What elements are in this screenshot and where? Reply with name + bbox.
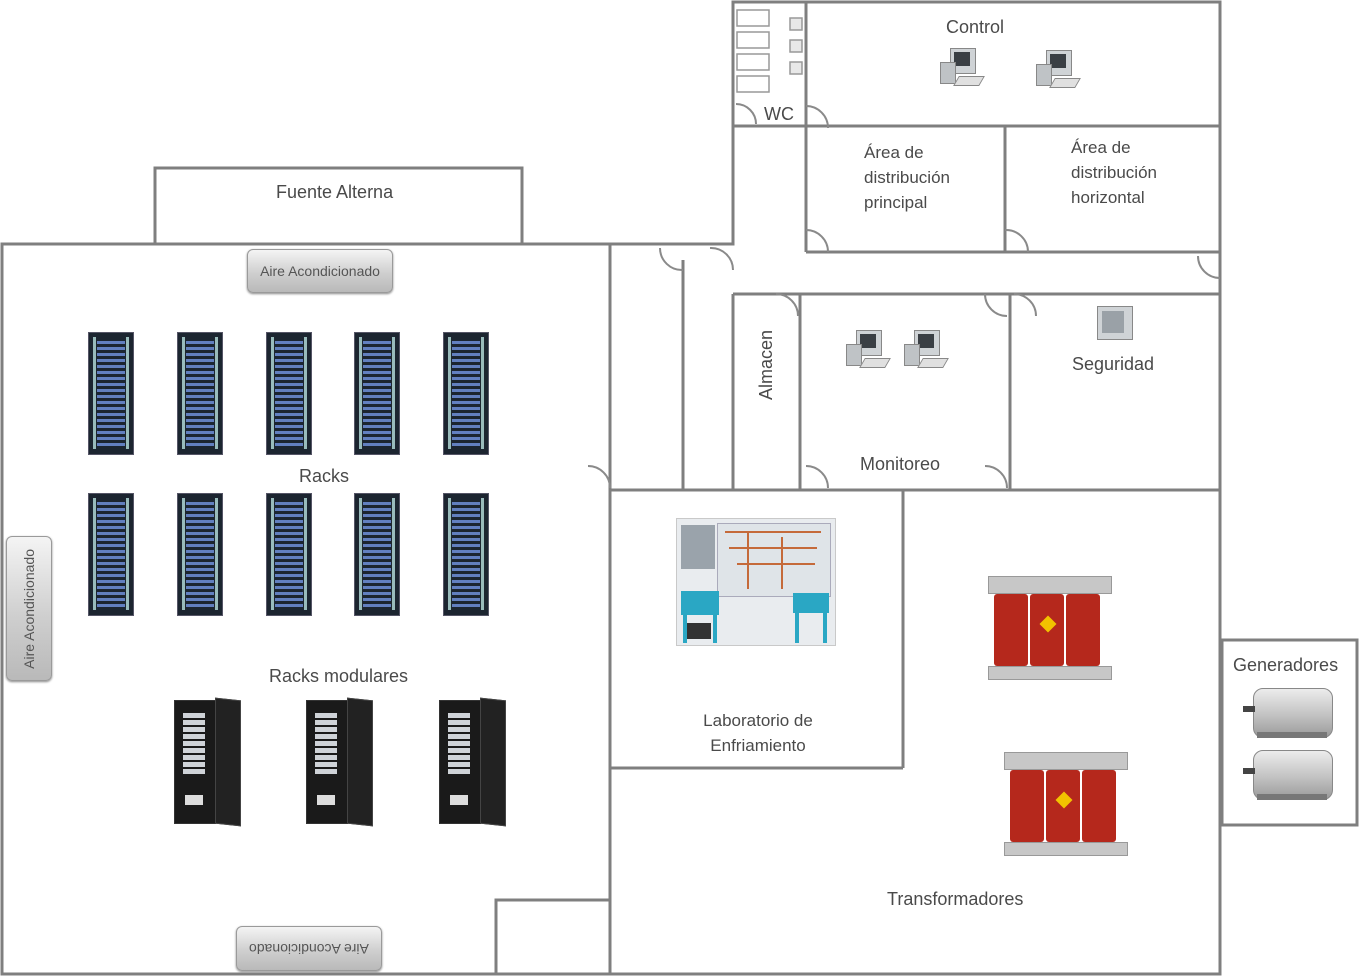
modular-rack-icon (174, 697, 241, 827)
computer-icon (900, 330, 950, 372)
aire-label-bottom: Aire Acondicionado (249, 940, 369, 957)
fuente-alterna-room (153, 166, 524, 246)
seguridad-label: Seguridad (1072, 354, 1155, 374)
rack-icon (177, 493, 223, 616)
aire-acondicionado-bottom: Aire Acondicionado (236, 926, 382, 971)
doors (587, 103, 1221, 489)
rack-icon (88, 493, 134, 616)
aire-label-top: Aire Acondicionado (260, 263, 380, 279)
almacen-label: Almacen (756, 330, 776, 401)
computer-icon (842, 330, 892, 372)
control-label: Control (946, 17, 1005, 37)
area-horizontal-label: Área de distribución horizontal (1071, 138, 1157, 207)
generadores-label: Generadores (1233, 655, 1339, 675)
computer-icon (1032, 50, 1082, 92)
wc-label: WC (764, 104, 794, 124)
modular-rack-icon (306, 697, 373, 827)
generadores-room (1220, 638, 1359, 827)
transformer-icon (984, 572, 1116, 684)
racks-label: Racks (299, 466, 350, 486)
aire-acondicionado-top: Aire Acondicionado (247, 249, 393, 293)
rack-icon (177, 332, 223, 455)
transformer-icon (1000, 748, 1132, 860)
lab-enfriamiento-label: Laboratorio de Enfriamiento (703, 711, 813, 755)
cooling-lab-picture (676, 518, 836, 646)
area-principal-label: Área de distribución principal (864, 143, 950, 212)
racks-modulares-label: Racks modulares (269, 666, 409, 686)
rack-icon (266, 493, 312, 616)
aire-label-left: Aire Acondicionado (21, 548, 37, 669)
rack-icon (443, 332, 489, 455)
fuente-alterna-label: Fuente Alterna (276, 182, 394, 202)
computer-icon (936, 48, 986, 90)
security-monitor-icon (1097, 306, 1133, 342)
transformadores-label: Transformadores (887, 889, 1024, 909)
modular-rack-icon (439, 697, 506, 827)
rack-icon (266, 332, 312, 455)
monitoreo-label: Monitoreo (860, 454, 941, 474)
small-room-wall (494, 898, 612, 976)
generator-icon (1243, 748, 1335, 802)
rack-icon (443, 493, 489, 616)
rack-icon (88, 332, 134, 455)
rack-icon (354, 332, 400, 455)
aire-acondicionado-left: Aire Acondicionado (6, 536, 52, 681)
rack-icon (354, 493, 400, 616)
wc-fixtures (736, 9, 803, 93)
generator-icon (1243, 686, 1335, 740)
